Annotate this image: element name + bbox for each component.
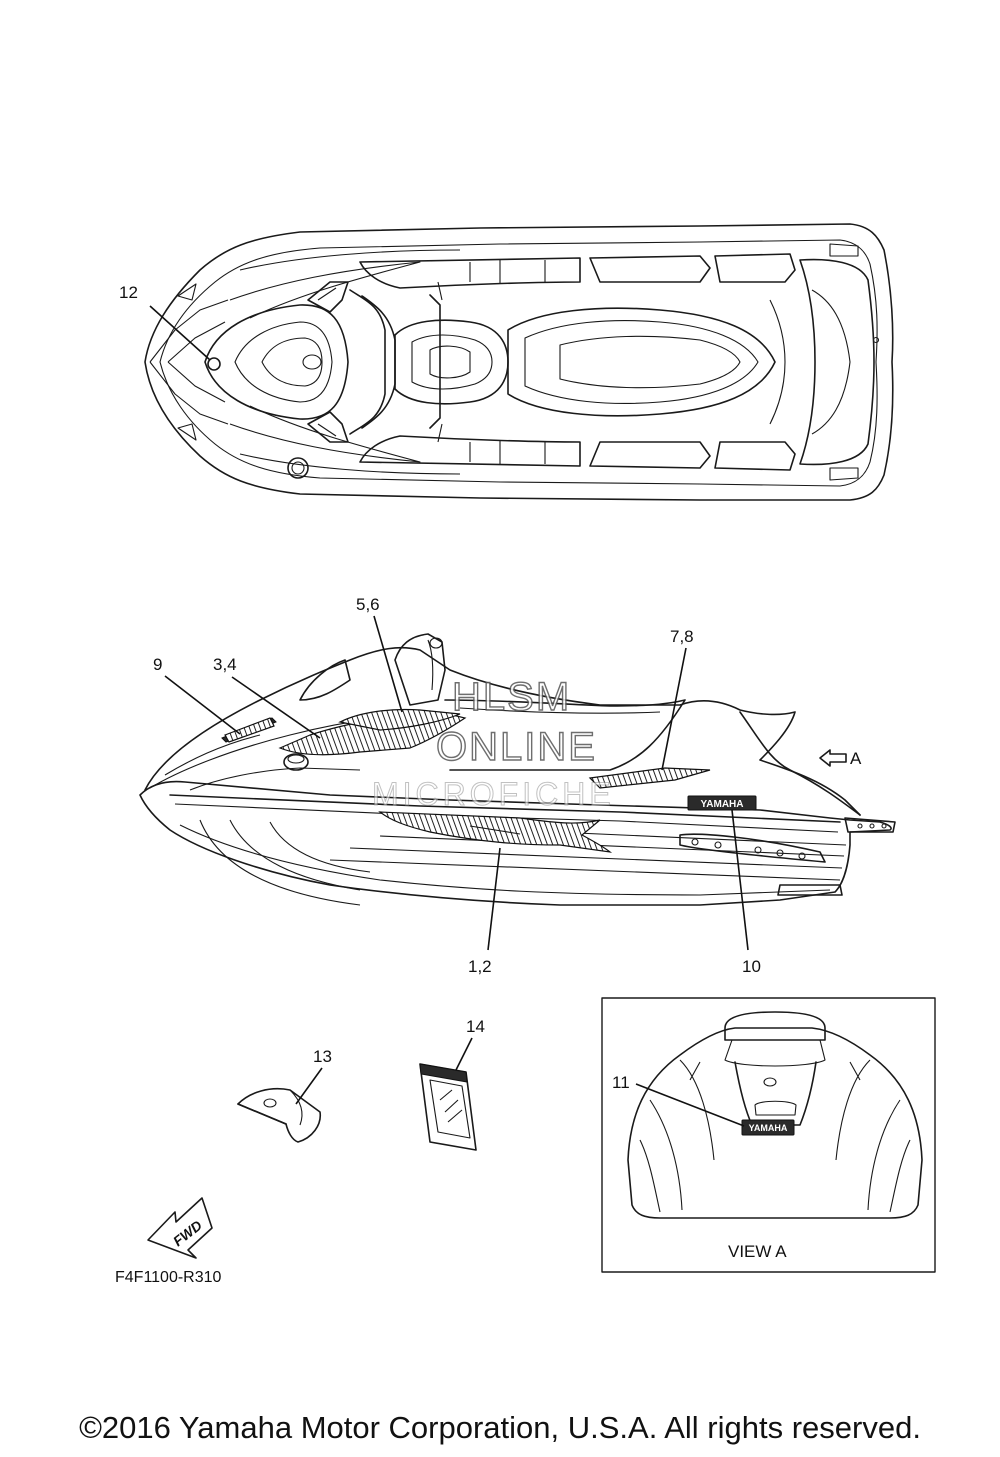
leader-line-9 — [164, 675, 241, 735]
part-14-label — [419, 1063, 477, 1151]
callout-10: 10 — [742, 957, 761, 976]
leader-line-13 — [295, 1067, 323, 1105]
leader-line-5-6 — [373, 615, 403, 713]
top-view-watercraft — [144, 223, 894, 501]
leader-line-10 — [731, 809, 749, 951]
side-view-watercraft: YAMAHA — [139, 633, 896, 906]
view-a-arrow-icon — [819, 749, 847, 767]
callout-11: 11 — [612, 1073, 630, 1092]
part-13-cover — [237, 1088, 322, 1143]
watermark: HLSM ONLINE MICROFICHE — [372, 674, 615, 812]
callout-13: 13 — [313, 1047, 332, 1066]
watermark-line-3: MICROFICHE — [372, 776, 615, 812]
view-a-label: VIEW A — [728, 1242, 787, 1261]
leader-line-1-2 — [487, 847, 501, 951]
yamaha-decal-side — [687, 795, 757, 811]
copyright-notice: ©2016 Yamaha Motor Corporation, U.S.A. A… — [79, 1410, 921, 1445]
watermark-line-1: HLSM — [452, 675, 571, 719]
view-a-panel: YAMAHA — [601, 997, 936, 1273]
leader-line-3-4 — [231, 676, 321, 739]
callout-1-2: 1,2 — [468, 957, 492, 976]
yamaha-decal-rear-text: YAMAHA — [749, 1123, 788, 1133]
leader-line-14 — [455, 1037, 473, 1071]
leader-line-7-8 — [661, 647, 687, 771]
leader-line-11 — [635, 1083, 745, 1127]
callout-5-6: 5,6 — [356, 595, 380, 614]
yamaha-decal-rear — [741, 1119, 795, 1136]
callout-9: 9 — [153, 655, 162, 674]
callout-a: A — [850, 749, 862, 768]
fwd-arrow-icon: FWD — [147, 1197, 213, 1259]
yamaha-decal-side-text: YAMAHA — [701, 799, 744, 810]
watermark-line-2: ONLINE — [436, 725, 597, 769]
callout-7-8: 7,8 — [670, 627, 694, 646]
leader-line-12 — [149, 305, 211, 361]
callout-12: 12 — [119, 283, 138, 302]
figure-code: F4F1100-R310 — [115, 1269, 222, 1286]
callout-3-4: 3,4 — [213, 655, 237, 674]
callout-14: 14 — [466, 1017, 485, 1036]
fwd-arrow-label: FWD — [170, 1217, 205, 1249]
